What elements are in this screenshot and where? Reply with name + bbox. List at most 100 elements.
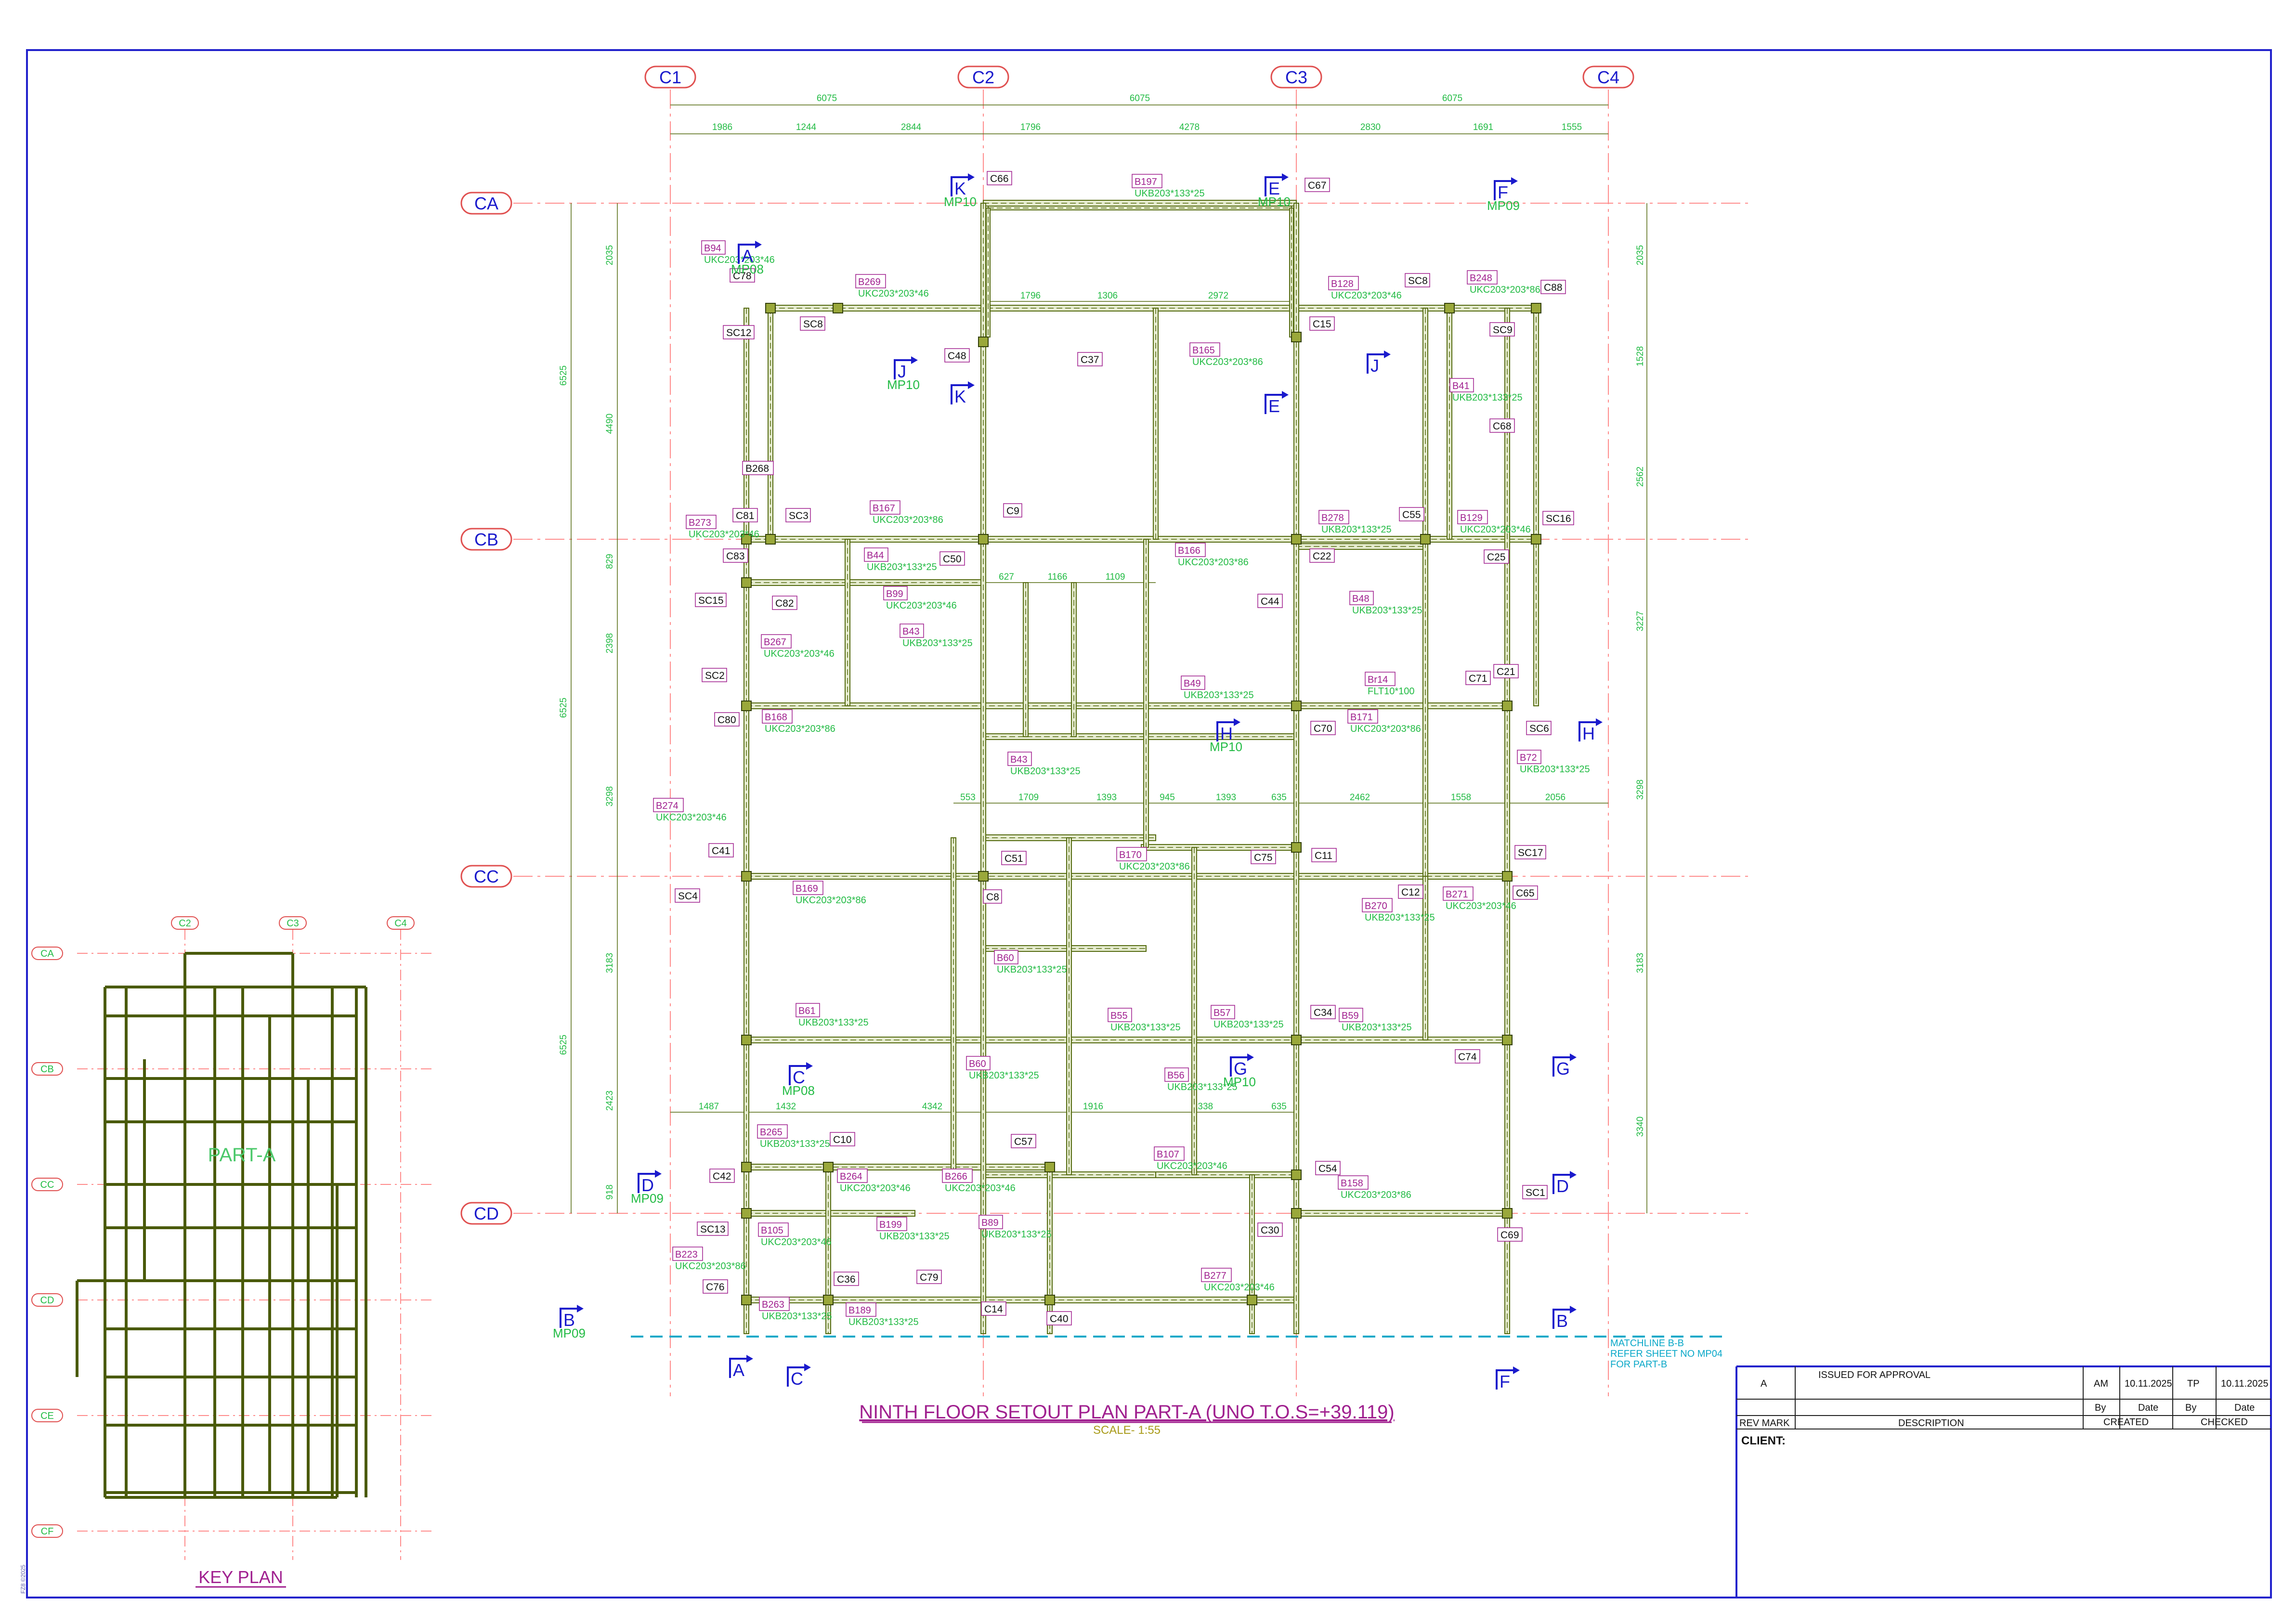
svg-text:C70: C70 [1314, 723, 1332, 734]
svg-text:B129: B129 [1460, 513, 1483, 523]
column-tag: C21 [1493, 664, 1519, 678]
column-tag: C50 [939, 551, 965, 566]
svg-text:MP09: MP09 [553, 1326, 586, 1340]
svg-text:UKB203*133*25: UKB203*133*25 [997, 964, 1067, 975]
rev-h-date2: Date [2234, 1403, 2255, 1413]
column-tag: C14 [981, 1301, 1006, 1316]
svg-text:MP10: MP10 [1258, 195, 1291, 209]
grid-bubble-C4 [1582, 65, 1634, 89]
svg-text:SC16: SC16 [1546, 513, 1571, 524]
svg-text:B89: B89 [981, 1218, 999, 1228]
dim-sub-5: 4278 [1179, 122, 1200, 132]
svg-text:C42: C42 [713, 1171, 731, 1182]
steel-column [1502, 1035, 1513, 1045]
svg-text:B61: B61 [798, 1006, 816, 1016]
grid-bubble-CC [460, 865, 512, 888]
svg-text:B41: B41 [1452, 381, 1470, 391]
steel-column [741, 1208, 752, 1219]
svg-text:UKC203*203*46: UKC203*203*46 [1157, 1161, 1227, 1171]
svg-text:UKB203*133*25: UKB203*133*25 [1321, 524, 1392, 535]
svg-text:B: B [563, 1310, 575, 1330]
svg-text:C55: C55 [1402, 509, 1421, 520]
svg-text:A: A [742, 246, 753, 266]
steel-column [1291, 1208, 1302, 1219]
grid-bubble-CB [460, 528, 512, 551]
svg-text:UKC203*203*86: UKC203*203*86 [1350, 724, 1421, 734]
svg-text:B270: B270 [1365, 901, 1387, 911]
grid-bubble-C3 [1270, 65, 1322, 89]
svg-text:B266: B266 [945, 1171, 967, 1182]
svg-text:B277: B277 [1204, 1271, 1226, 1281]
svg-text:B94: B94 [704, 243, 721, 254]
column-tag: C83 [723, 548, 748, 563]
dim-left-inner-4: 2398 [605, 633, 615, 653]
svg-text:B128: B128 [1331, 279, 1354, 289]
svg-text:B167: B167 [873, 503, 895, 514]
svg-text:SC4: SC4 [678, 891, 698, 902]
svg-text:UKB203*133*25: UKB203*133*25 [1352, 605, 1422, 616]
column-tag: SC8 [800, 316, 825, 331]
svg-text:UKC203*203*46: UKC203*203*46 [840, 1183, 911, 1194]
column-tag: C44 [1257, 594, 1283, 608]
keyplan-label-CF: CF [41, 1526, 54, 1537]
keyplan-label-CA: CA [40, 948, 54, 959]
svg-text:UKC203*203*86: UKC203*203*86 [1470, 285, 1540, 295]
steel-beam [746, 1164, 1055, 1170]
svg-text:C9: C9 [1006, 506, 1019, 517]
svg-text:UKB203*133*25: UKB203*133*25 [798, 1017, 869, 1028]
dim-right-5: 3298 [1635, 780, 1645, 800]
svg-text:C36: C36 [837, 1274, 856, 1285]
column-tag: C66 [987, 171, 1012, 185]
steel-beam [1249, 1174, 1255, 1334]
grid-bubble-CA [460, 192, 512, 215]
svg-text:UKC203*203*46: UKC203*203*46 [945, 1183, 1016, 1194]
dim-inner3-5: 1393 [1216, 793, 1236, 803]
rev-h-checked: CHECKED [2201, 1417, 2248, 1428]
dim-inner1-1: 1796 [1020, 291, 1041, 301]
dim-sub-6: 2830 [1360, 122, 1381, 132]
svg-text:E: E [1268, 179, 1280, 198]
dim-inner4-3: 4342 [922, 1102, 942, 1112]
svg-text:C80: C80 [718, 715, 736, 726]
keyplan-bubble-CA [31, 947, 63, 960]
section-marker: E [1265, 391, 1289, 416]
svg-text:UKB203*133*25: UKB203*133*25 [760, 1139, 830, 1149]
steel-beam [746, 536, 1537, 543]
dim-right-7: 3340 [1635, 1117, 1645, 1137]
svg-text:C83: C83 [726, 551, 745, 562]
svg-text:C48: C48 [948, 351, 966, 362]
svg-text:C34: C34 [1314, 1007, 1332, 1018]
dim-right-2: 1528 [1635, 346, 1645, 366]
steel-column [1291, 842, 1302, 853]
svg-text:UKC203*203*86: UKC203*203*86 [765, 724, 835, 734]
svg-text:B271: B271 [1446, 889, 1468, 900]
svg-text:MP10: MP10 [944, 195, 977, 209]
svg-text:SC8: SC8 [803, 319, 823, 330]
keyplan-label-CC: CC [40, 1180, 54, 1190]
dim-sub-3: 2844 [901, 122, 922, 132]
svg-text:D: D [1556, 1176, 1569, 1196]
svg-text:B43: B43 [1010, 754, 1028, 765]
steel-beam [746, 702, 1508, 709]
steel-beam [1143, 539, 1149, 848]
steel-beam [825, 1167, 831, 1334]
grid-label-C3: C3 [1285, 67, 1307, 87]
svg-text:C40: C40 [1050, 1313, 1069, 1325]
sheet-border [26, 49, 2272, 1598]
column-tag: C54 [1315, 1161, 1341, 1175]
steel-beam [1071, 582, 1077, 737]
